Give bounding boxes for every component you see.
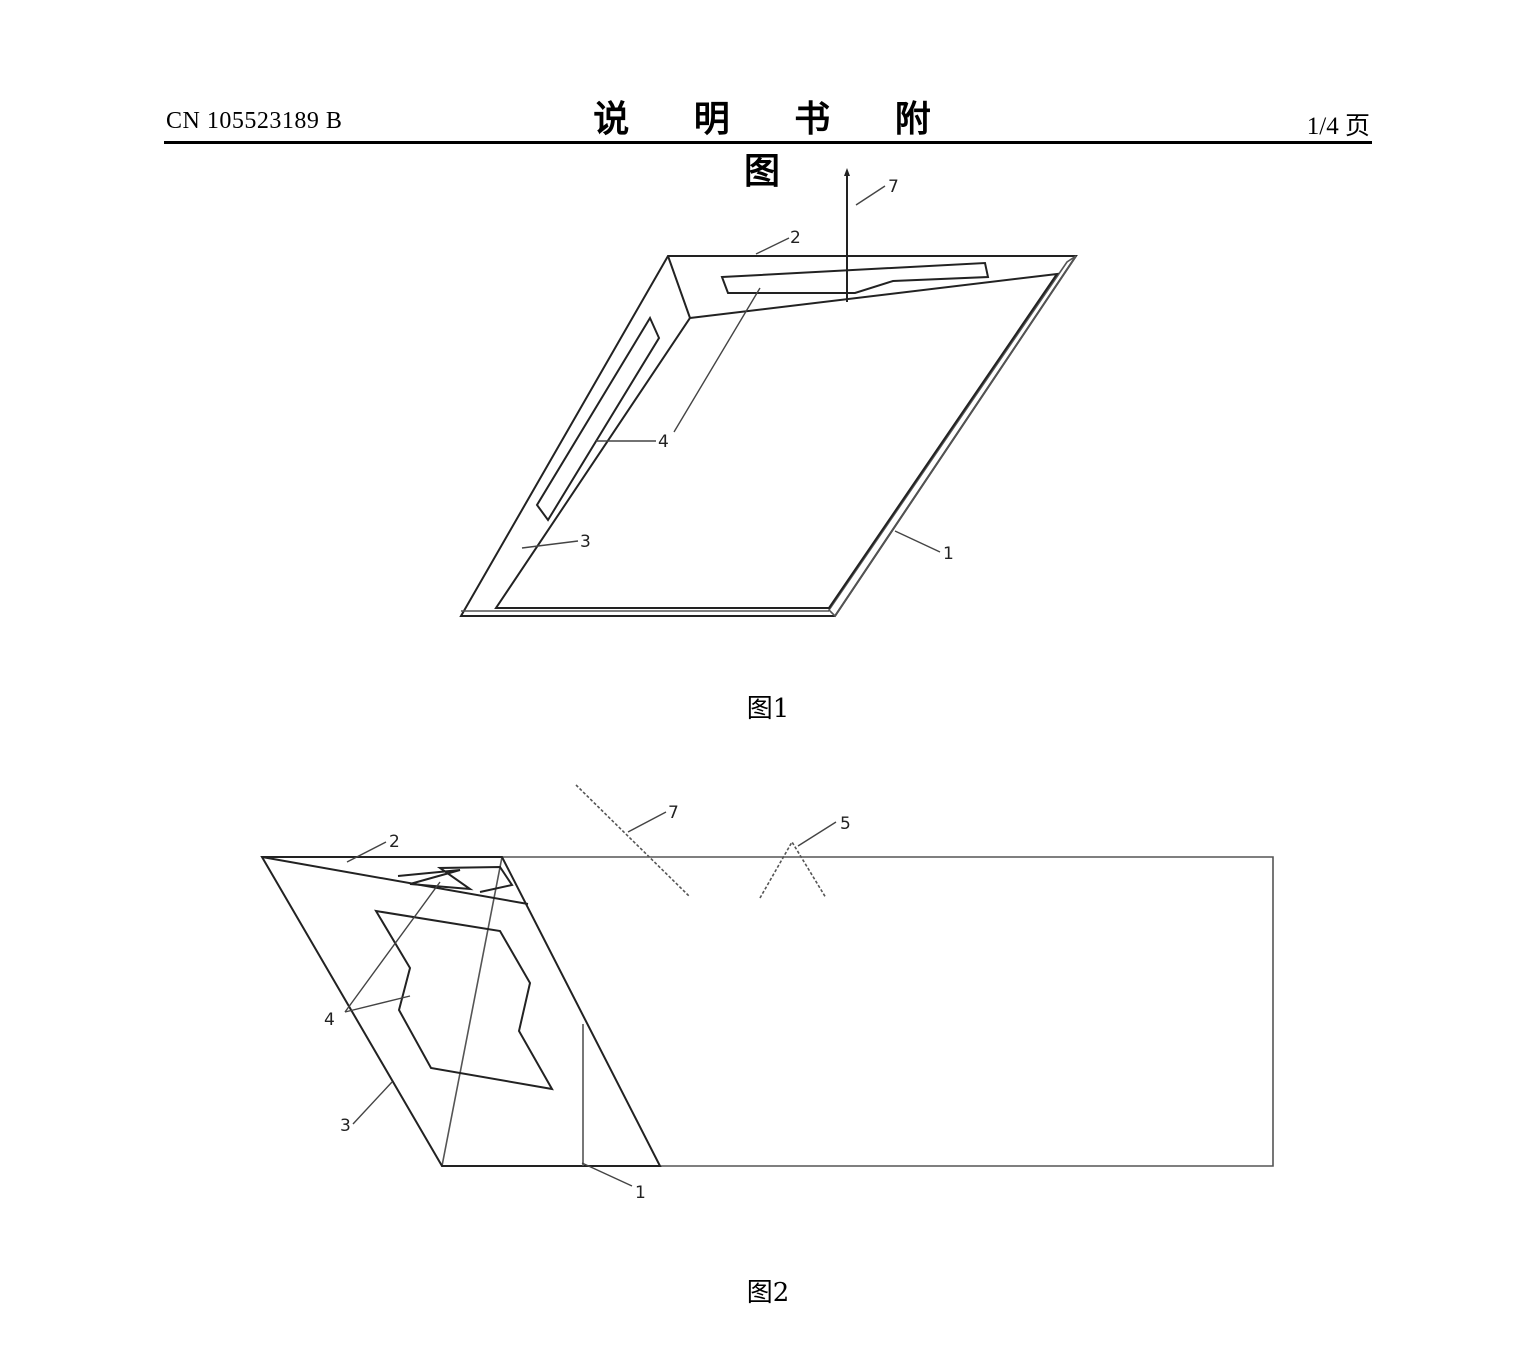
fig2-leader-4a [344, 881, 441, 1013]
fig2-label-2: 2 [389, 832, 400, 852]
fig2-fold-line [261, 856, 529, 905]
figure-2-caption: 图2 [746, 1278, 790, 1308]
fig2-folded-panel [260, 856, 662, 1167]
fig1-axis-arrow [844, 168, 850, 176]
figure-1-caption: 图1 [746, 694, 790, 724]
fig1-board-edge [827, 255, 1077, 618]
fig1-leader-2 [755, 237, 790, 255]
fig1-leader-3 [521, 540, 579, 549]
fig2-label-4: 4 [324, 1010, 335, 1030]
fig1-leader-4a [673, 287, 761, 433]
fig1-leader-7 [855, 185, 886, 206]
fig2-leader-2 [346, 841, 387, 863]
fig2-leader-3 [352, 1081, 393, 1125]
fig1-label-4: 4 [658, 432, 669, 452]
fig1-label-3: 3 [580, 532, 591, 552]
header-rule [164, 141, 1372, 144]
fig2-label-3: 3 [340, 1116, 351, 1136]
fig1-side-slot [535, 315, 661, 522]
fig2-leader-7 [627, 811, 667, 833]
fig1-inner-panel [494, 272, 1060, 609]
fig2-label-7: 7 [668, 803, 679, 823]
fig2-leader-4b [344, 995, 411, 1013]
fig1-label-2: 2 [790, 228, 801, 248]
fig2-top-slot [397, 865, 514, 893]
fig2-label-1: 1 [635, 1183, 646, 1203]
patent-number: CN 105523189 B [166, 108, 343, 134]
fig1-fold-corner [667, 255, 691, 319]
page-title: 说 明 书 附 图 [593, 99, 957, 192]
fig1-label-7: 7 [888, 177, 899, 197]
fig2-leader-1 [581, 1162, 633, 1187]
fig2-hanger-5 [759, 840, 827, 899]
fig2-leader-5 [797, 821, 837, 847]
fig1-label-1: 1 [943, 544, 954, 564]
fig1-top-slot [720, 261, 990, 294]
page-indicator: 1/4 页 [1306, 113, 1370, 140]
fig2-label-5: 5 [840, 814, 851, 834]
fig1-leader-1 [894, 530, 941, 553]
fig2-window [374, 909, 554, 1091]
fig2-long-box [441, 856, 1274, 1167]
fig2-axis-7 [575, 784, 691, 898]
